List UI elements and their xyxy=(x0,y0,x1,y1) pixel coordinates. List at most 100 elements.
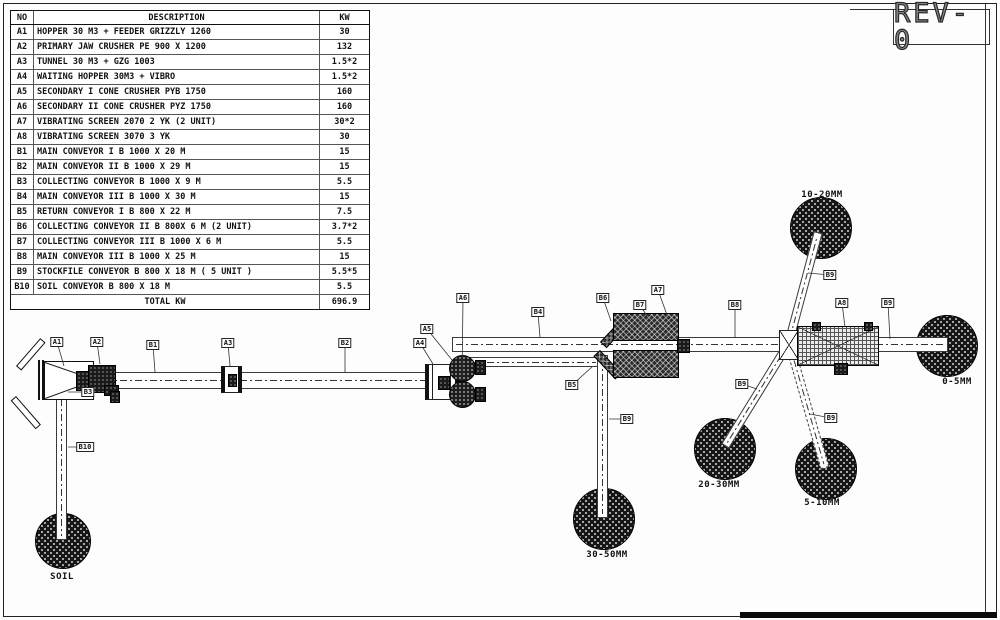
centerline xyxy=(456,344,944,345)
col-header-kw: KW xyxy=(339,12,350,23)
cell-kw: 5.5 xyxy=(336,237,353,247)
sheet-border xyxy=(3,3,997,617)
sheet-inner-border-right xyxy=(985,4,986,614)
crusher-discharge-step xyxy=(110,391,120,403)
cell-kw: 3.7*2 xyxy=(331,222,358,232)
stockpile-label: 10-20MM xyxy=(801,190,843,200)
cell-description: COLLECTING CONVEYOR II B 800X 6 M (2 UNI… xyxy=(34,220,320,234)
stockpile-label: 0-5MM xyxy=(942,377,972,387)
cone-crusher-a5-motor xyxy=(475,360,486,375)
table-row: B10 SOIL CONVEYOR B 800 X 18 M 5.5 xyxy=(11,280,369,295)
equipment-tag-b3: B3 xyxy=(81,387,95,397)
cell-description: HOPPER 30 M3 + FEEDER GRIZZLY 1260 xyxy=(34,25,320,39)
cell-no: B7 xyxy=(11,235,34,249)
cell-no: B2 xyxy=(11,160,34,174)
cell-no: A7 xyxy=(11,115,34,129)
cell-description: MAIN CONVEYOR I B 1000 X 20 M xyxy=(34,145,320,159)
cell-description: PRIMARY JAW CRUSHER PE 900 X 1200 xyxy=(34,40,320,54)
cell-no: A6 xyxy=(11,100,34,114)
vibrating-screen-a7-upper xyxy=(613,313,679,341)
table-row: A4 WAITING HOPPER 30M3 + VIBRO 1.5*2 xyxy=(11,70,369,85)
table-row: A8 VIBRATING SCREEN 3070 3 YK 30 xyxy=(11,130,369,145)
cell-kw: 1.5*2 xyxy=(331,57,358,67)
cell-description: TUNNEL 30 M3 + GZG 1003 xyxy=(34,55,320,69)
stockpile-circle xyxy=(790,197,852,259)
cell-kw: 5.5*5 xyxy=(331,267,358,277)
cell-kw: 30 xyxy=(339,132,350,142)
centerline xyxy=(602,359,603,514)
table-row: B4 MAIN CONVEYOR III B 1000 X 30 M 15 xyxy=(11,190,369,205)
table-row: B2 MAIN CONVEYOR II B 1000 X 29 M 15 xyxy=(11,160,369,175)
screen-a8-discharge xyxy=(834,363,848,375)
equipment-tag-a3: A3 xyxy=(221,338,235,348)
cell-kw: 30*2 xyxy=(334,117,355,127)
cell-kw: 160 xyxy=(336,102,353,112)
cell-kw: 7.5 xyxy=(336,207,353,217)
equipment-tag-b9: B9 xyxy=(881,298,895,308)
equipment-tag-a4: A4 xyxy=(413,338,427,348)
equipment-tag-a8: A8 xyxy=(835,298,849,308)
equipment-tag-b9: B9 xyxy=(824,413,838,423)
table-row: A7 VIBRATING SCREEN 2070 2 YK (2 UNIT) 3… xyxy=(11,115,369,130)
cell-no: A2 xyxy=(11,40,34,54)
equipment-table: NO DESCRIPTION KW A1 HOPPER 30 M3 + FEED… xyxy=(10,10,370,310)
stockpile-label: 5-10MM xyxy=(804,498,840,508)
equipment-tag-b9: B9 xyxy=(620,414,634,424)
cell-description: SOIL CONVEYOR B 800 X 18 M xyxy=(34,280,320,294)
table-row: B6 COLLECTING CONVEYOR II B 800X 6 M (2 … xyxy=(11,220,369,235)
revision-box: REV-0 xyxy=(893,0,990,55)
waiting-hopper-vibro xyxy=(438,376,450,390)
cell-no: B3 xyxy=(11,175,34,189)
cell-description: RETURN CONVEYOR I B 800 X 22 M xyxy=(34,205,320,219)
equipment-tag-a5: A5 xyxy=(420,324,434,334)
equipment-tag-b5: B5 xyxy=(565,380,579,390)
table-row: A6 SECONDARY II CONE CRUSHER PYZ 1750 16… xyxy=(11,100,369,115)
cell-kw: 160 xyxy=(336,87,353,97)
cell-kw: 5.5 xyxy=(336,282,353,292)
cell-description: WAITING HOPPER 30M3 + VIBRO xyxy=(34,70,320,84)
table-row: A2 PRIMARY JAW CRUSHER PE 900 X 1200 132 xyxy=(11,40,369,55)
cell-description: MAIN CONVEYOR II B 1000 X 29 M xyxy=(34,160,320,174)
cell-no: A4 xyxy=(11,70,34,84)
cell-no: A5 xyxy=(11,85,34,99)
sheet-bottom-bar xyxy=(740,612,997,618)
table-row: B1 MAIN CONVEYOR I B 1000 X 20 M 15 xyxy=(11,145,369,160)
cell-kw: 132 xyxy=(336,42,353,52)
centerline xyxy=(61,399,62,536)
col-header-no: NO xyxy=(11,11,34,24)
stockpile-label: SOIL xyxy=(50,572,74,582)
cell-description: MAIN CONVEYOR III B 1000 X 25 M xyxy=(34,250,320,264)
table-total-row: TOTAL KW 696.9 xyxy=(11,295,369,309)
cell-no: B1 xyxy=(11,145,34,159)
rev-box-leader-line xyxy=(850,9,893,10)
equipment-tag-b8: B8 xyxy=(728,300,742,310)
cell-no: B5 xyxy=(11,205,34,219)
equipment-tag-a7: A7 xyxy=(651,285,665,295)
col-header-description: DESCRIPTION xyxy=(34,11,320,24)
cell-no: B9 xyxy=(11,265,34,279)
screen-feed-box xyxy=(677,339,690,353)
stockpile-label: 20-30MM xyxy=(698,480,740,490)
cell-no: B10 xyxy=(11,280,34,294)
table-header-row: NO DESCRIPTION KW xyxy=(11,11,369,25)
cell-kw: 1.5*2 xyxy=(331,72,358,82)
leader-line xyxy=(461,297,464,382)
cell-description: SECONDARY I CONE CRUSHER PYB 1750 xyxy=(34,85,320,99)
tunnel-feeder xyxy=(228,374,237,387)
cell-description: VIBRATING SCREEN 2070 2 YK (2 UNIT) xyxy=(34,115,320,129)
stockpile-label: 30-50MM xyxy=(586,550,628,560)
equipment-table-body: A1 HOPPER 30 M3 + FEEDER GRIZZLY 1260 30… xyxy=(11,25,369,309)
equipment-tag-b10: B10 xyxy=(76,442,94,452)
cell-description: MAIN CONVEYOR III B 1000 X 30 M xyxy=(34,190,320,204)
cell-kw: 15 xyxy=(339,147,350,157)
equipment-tag-b2: B2 xyxy=(338,338,352,348)
table-row: A3 TUNNEL 30 M3 + GZG 1003 1.5*2 xyxy=(11,55,369,70)
stockpile-circle xyxy=(795,438,857,500)
cell-total-kw: 696.9 xyxy=(331,297,358,307)
table-row: A5 SECONDARY I CONE CRUSHER PYB 1750 160 xyxy=(11,85,369,100)
equipment-tag-b9: B9 xyxy=(735,379,749,389)
cell-description: VIBRATING SCREEN 3070 3 YK xyxy=(34,130,320,144)
equipment-tag-b4: B4 xyxy=(531,307,545,317)
